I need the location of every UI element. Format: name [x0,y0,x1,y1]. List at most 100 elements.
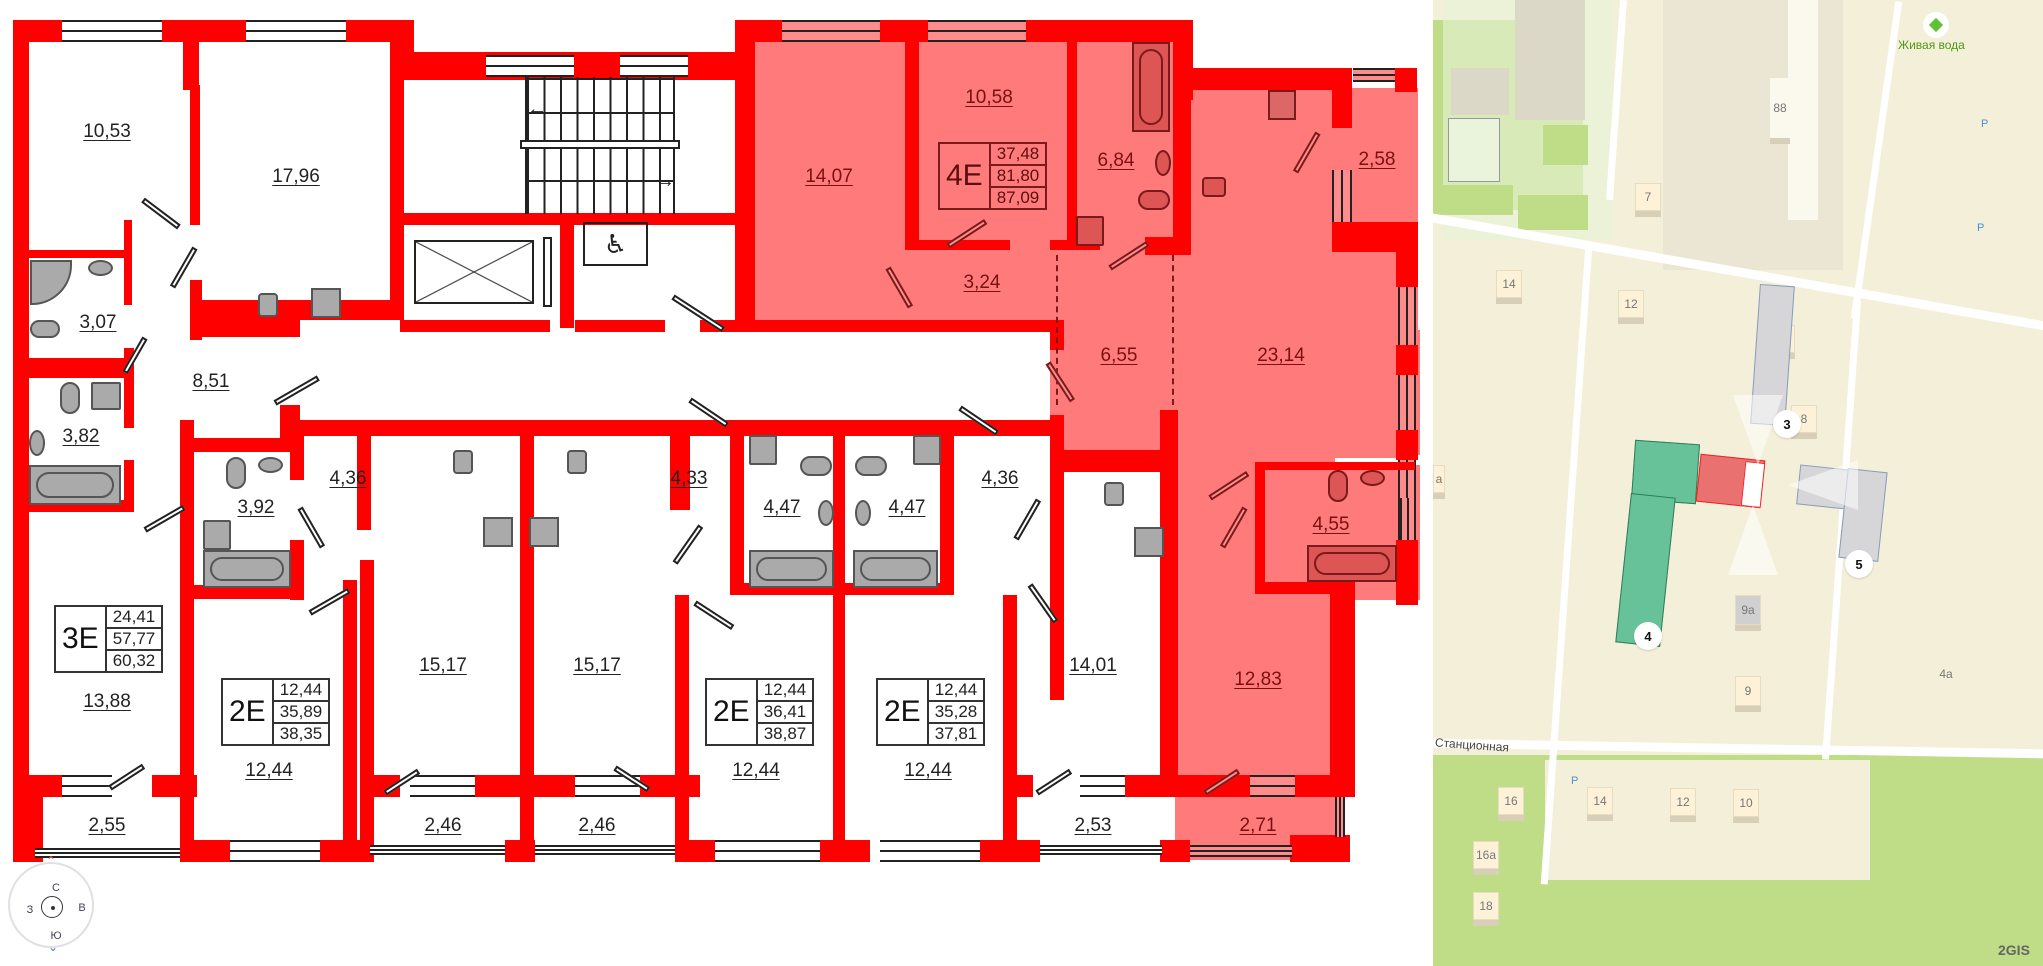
compass-north: С [52,882,60,894]
door[interactable] [108,763,146,791]
house-9a: 9а [1735,595,1761,625]
wall [1290,835,1350,862]
parking-icon[interactable]: P [1571,775,1579,787]
wall [1067,40,1077,250]
wall [180,840,230,862]
apartment-tag-2e[interactable]: 2E 12,44 35,89 38,35 [221,678,331,746]
window [782,20,880,42]
wall [700,320,1055,332]
wall [300,420,1050,436]
wall [640,775,700,797]
sink-icon [855,500,871,526]
apartment-code: 3E [56,607,107,671]
compass-dial-icon [41,896,63,918]
total-area: 36,41 [757,702,813,724]
room-area: 4,36 [981,468,1019,489]
washing-machine-icon [749,435,777,465]
compass[interactable]: ⌃ С З В Ю ⌄ [8,854,94,954]
wall [29,358,124,378]
wall [29,250,124,258]
wall [1255,582,1355,594]
stove-icon [1134,527,1164,557]
compass-west: З [26,904,34,916]
sink-icon [258,457,283,473]
apartment-tag-4e[interactable]: 4E 37,48 81,80 87,09 [938,142,1048,210]
bathtub-icon [1132,42,1170,132]
arrow-right-icon: → [655,170,675,192]
wall [820,840,870,862]
apartment-code: 2E [707,680,758,744]
wall [124,460,134,505]
view-cone [1788,460,1858,510]
parking-icon[interactable]: P [1977,222,1985,234]
window [1250,775,1295,797]
wall [1003,775,1033,797]
wall [180,585,300,599]
sink-icon [1155,150,1171,176]
attribution-logo[interactable]: 2GIS [1998,942,2030,958]
apartment-tag-2e[interactable]: 2E 12,44 35,28 37,81 [876,678,986,746]
dashed-divider [1172,255,1174,405]
window [62,775,112,797]
door[interactable] [1035,768,1073,796]
total-area: 35,28 [928,702,984,724]
wall [180,420,194,862]
arrow-left-icon: ← [527,98,547,120]
wheelchair-icon[interactable]: ♿ [583,222,648,266]
apartment-4e-fill-hall[interactable] [1050,330,1420,455]
bathtub-icon [749,550,834,588]
room-area: 10,53 [83,121,131,142]
room-area: 2,55 [88,815,126,836]
window [1335,797,1345,837]
door[interactable] [671,294,725,333]
window [35,848,180,858]
bathtub-icon [203,550,291,588]
sink-icon [29,430,45,456]
house-a: а [1433,465,1445,493]
room-area: 3,92 [237,497,275,518]
wall [475,775,575,797]
lawn [1518,195,1588,230]
room-area: 2,46 [424,815,462,836]
window [1398,375,1416,430]
apartment-tag-3e[interactable]: 3E 24,41 57,77 60,32 [54,605,164,673]
house-12: 12 [1618,290,1644,318]
apartment-tag-2e[interactable]: 2E 12,44 36,41 38,87 [705,678,815,746]
room-area: 4,36 [329,468,367,489]
selected-apartment[interactable] [1740,461,1766,508]
building-pin-5[interactable]: 5 [1845,550,1873,578]
map-panel[interactable]: 88 7 14 12 10 8 9а 9 4а 16 14 12 10 16а … [1433,0,2043,966]
total-with-balcony: 60,32 [112,651,156,670]
wall [13,20,29,862]
rotate-down-icon[interactable]: ⌄ [48,940,59,954]
building [1515,0,1585,120]
apartment-4e-fill[interactable] [755,40,1192,330]
apartment-code: 4E [940,144,991,208]
wall [1050,450,1165,472]
shower-icon [30,260,72,305]
wall [670,430,690,510]
room-area: 12,44 [904,760,952,781]
window [1187,845,1292,857]
wall [1255,462,1415,470]
door[interactable] [672,524,704,565]
window [575,775,640,797]
apartment-code: 2E [223,680,274,744]
washing-machine-icon [91,382,121,410]
door[interactable] [273,375,320,406]
poi-label[interactable]: Живая вода [1898,38,1965,52]
total-with-balcony: 87,09 [996,188,1040,207]
parking-icon[interactable]: P [1981,118,1989,130]
rotate-up-icon[interactable]: ⌃ [46,854,57,868]
road [1850,1,1903,319]
poi-marker[interactable] [1923,12,1949,38]
wall [190,315,300,337]
sink-icon [453,450,473,474]
door[interactable] [1013,498,1042,541]
wall [1396,540,1418,605]
door[interactable] [693,600,735,631]
building-pin-3[interactable]: 3 [1773,410,1801,438]
building-pin-4[interactable]: 4 [1634,622,1662,650]
sink-icon [1360,470,1385,486]
door[interactable] [141,197,181,230]
